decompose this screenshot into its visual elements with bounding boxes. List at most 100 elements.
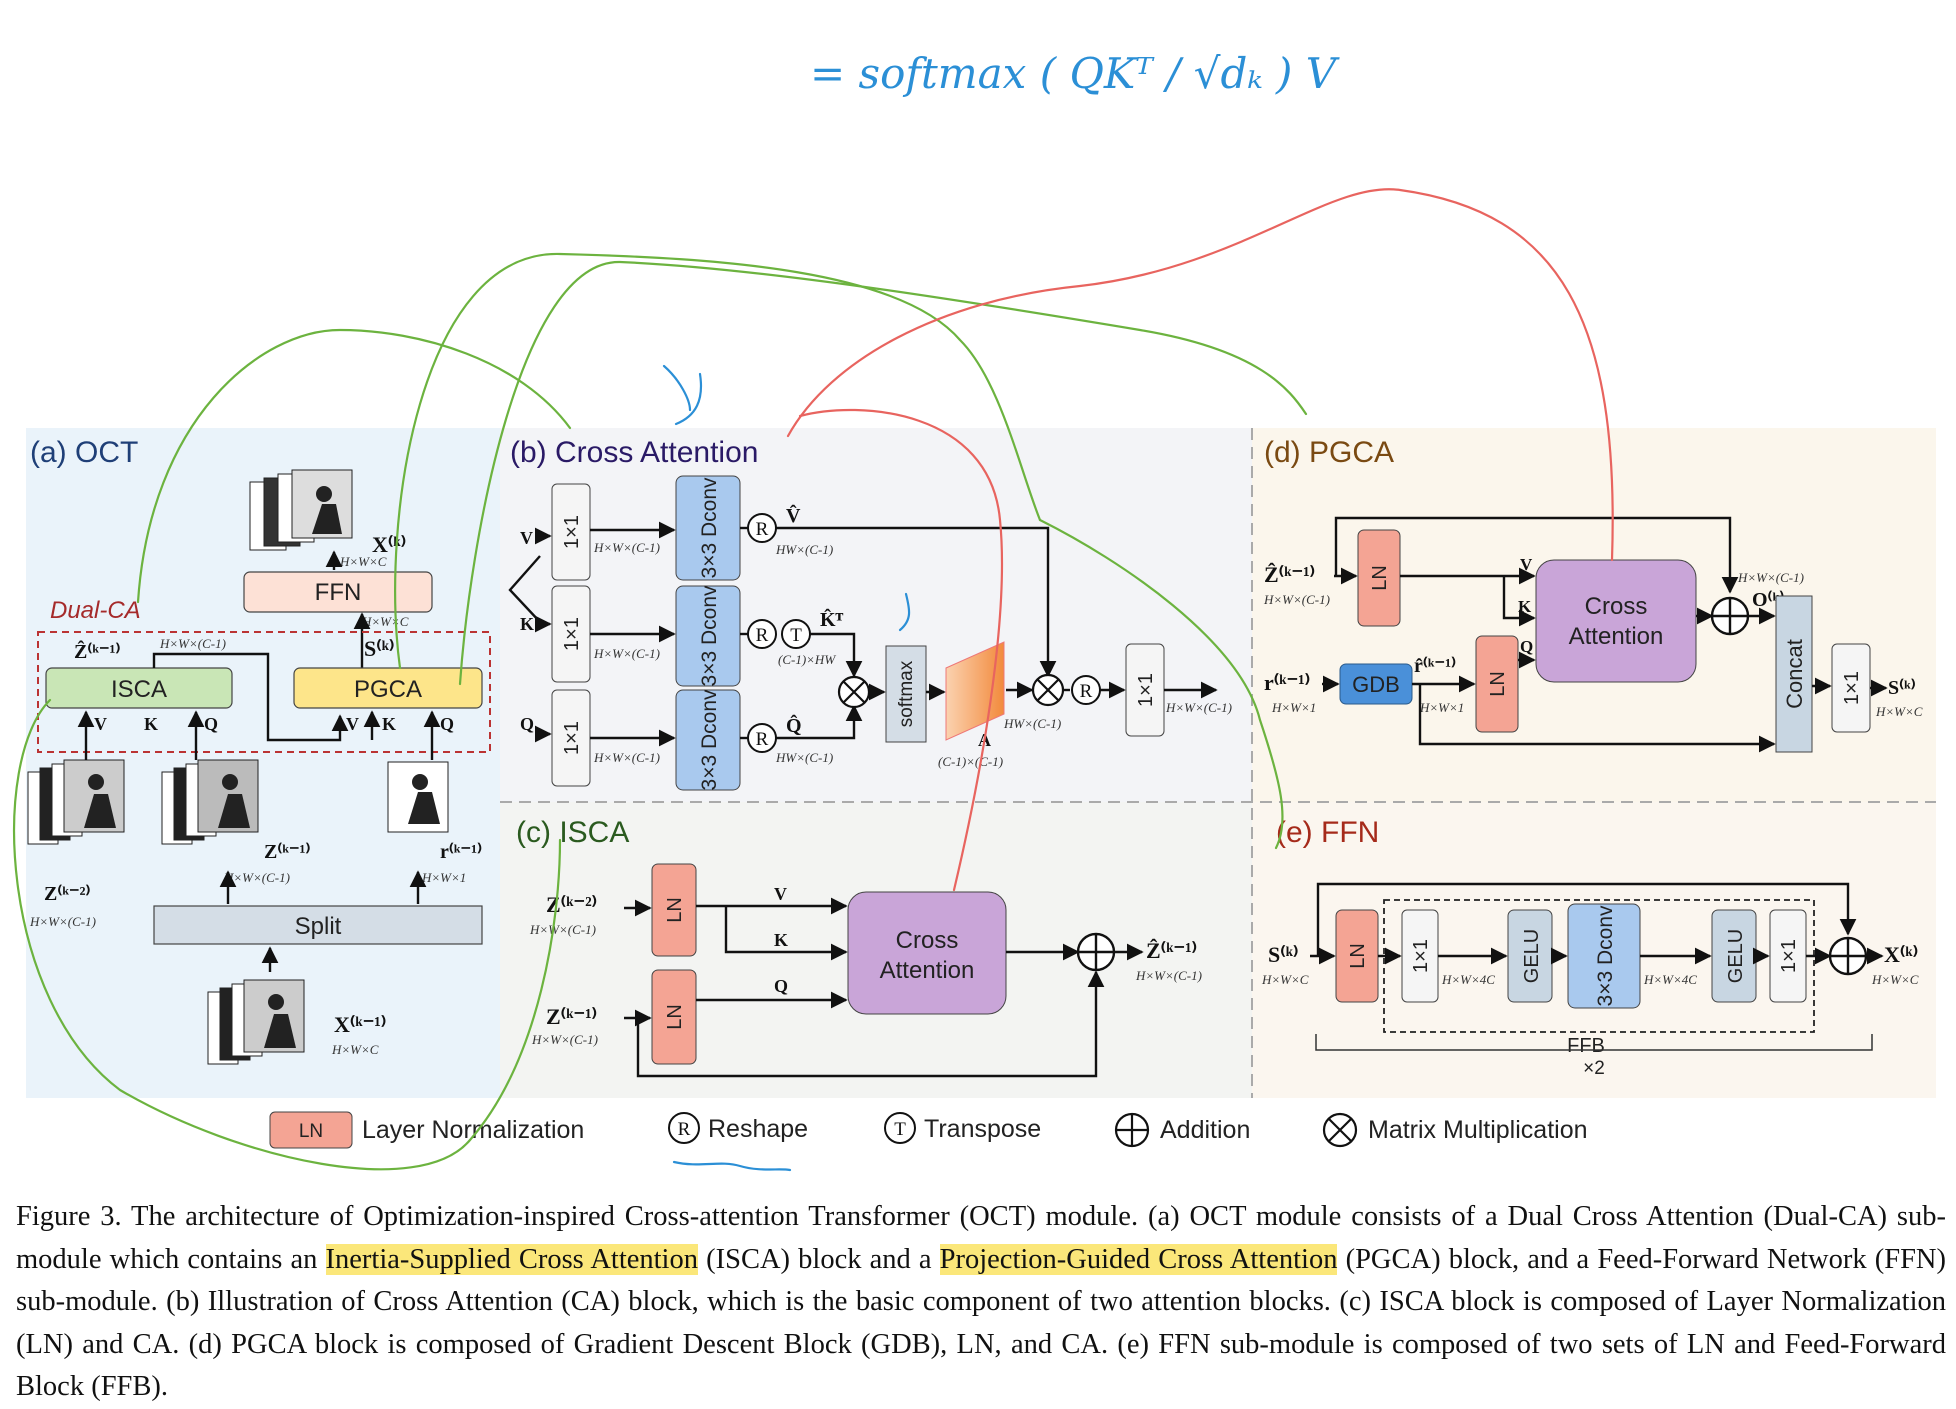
isca-ln-2: LN [651,969,697,1065]
ffn-repeat-brace [1315,1034,1873,1051]
ca-conv1-out: 1×1 [1125,643,1165,737]
ffn-sk: S⁽ᵏ⁾ [1268,942,1298,967]
ffn-repeat-label: ×2 [1583,1058,1605,1079]
isca-zk1: Z⁽ᵏ⁻¹⁾ [546,1004,597,1029]
ffn-sk-dim: H×W×C [1261,972,1309,987]
pgca-ca-line1: Cross [1585,593,1648,620]
split-block [153,905,483,945]
legend-transpose-text: Transpose [924,1115,1041,1143]
pgca-skip-bottom [1418,684,1776,753]
svg-text:GELU: GELU [1725,929,1747,983]
panel-b-title: (b) Cross Attention [510,436,758,469]
ffn-skip-top [1316,882,1857,956]
ca-vhat: V̂ [786,503,801,527]
isca-k-line [724,906,848,961]
legend-transpose-icon: T [884,1112,916,1144]
isca-block-label: ISCA [111,676,167,703]
svg-text:3×3 Dconv: 3×3 Dconv [698,689,721,790]
svg-text:R: R [1080,681,1093,702]
panel-b-background [500,428,1252,802]
matmul-icon-kq [837,675,871,709]
oct-zhat-dim: H×W×(C-1) [159,636,226,651]
image-stack-xk [249,469,353,551]
oct-zhat-label: Ẑ⁽ᵏ⁻¹⁾ [74,639,121,663]
svg-text:3×3 Dconv: 3×3 Dconv [698,477,721,578]
ca-khat-dim: (C-1)×HW [778,652,836,667]
panel-e-title: (e) FFN [1276,816,1379,849]
oct-sk-dim: H×W×C [361,614,409,629]
ca-final-dim: H×W×(C-1) [1165,700,1232,715]
ca-khat: K̂ᵀ [820,607,844,631]
svg-text:LN: LN [664,897,686,923]
oct-zk2-label: Z⁽ᵏ⁻²⁾ [44,883,91,905]
ffn-add-icon [1828,936,1868,976]
isca-ln-1: LN [651,863,697,957]
ffn-gelu-b: GELU [1711,909,1757,1003]
pgca-rk1-dim: H×W×1 [1271,700,1316,715]
svg-text:1×1: 1×1 [561,721,583,755]
pgca-rhat-dim: H×W×1 [1419,700,1464,715]
image-stack-zk2 [27,759,125,845]
transpose-icon-k: T [781,619,811,649]
pgca-v-text: V [1520,555,1533,574]
svg-text:Concat: Concat [1782,639,1807,709]
svg-text:R: R [756,625,769,646]
isca-zk1-dim: H×W×(C-1) [531,1032,598,1047]
ca-input-k: K [520,614,534,634]
svg-text:R: R [756,519,769,540]
svg-text:R: R [756,729,769,750]
line-isca-to-pgca [152,652,349,742]
oct-xk-dim: H×W×C [339,554,387,569]
svg-text:1×1: 1×1 [1778,939,1800,973]
oct-xk1-dim: H×W×C [331,1042,379,1057]
pgca-rk1: r⁽ᵏ⁻¹⁾ [1264,670,1310,695]
isca-out-dim: H×W×(C-1) [1135,968,1202,983]
pgca-v-label: V [346,714,359,734]
svg-text:R: R [678,1119,691,1140]
svg-text:T: T [790,625,802,646]
isca-q-text: Q [774,976,788,996]
ffn-block-label: FFN [315,579,362,606]
gdb-label: GDB [1352,672,1400,697]
image-stack-xk1 [207,979,305,1065]
ffn-conv1-a: 1×1 [1401,909,1439,1003]
pgca-block [293,667,483,709]
legend-reshape-text: Reshape [708,1115,808,1143]
ffn-gelu-a: GELU [1507,909,1553,1003]
oct-xk-label: X⁽ᵏ⁾ [372,532,406,557]
ca-vhat-dim: HW×(C-1) [775,542,833,557]
svg-text:GELU: GELU [1521,929,1543,983]
legend-reshape-icon: R [668,1112,700,1144]
ffn-dim4c-a: H×W×4C [1441,972,1495,987]
ffn-conv1-b: 1×1 [1769,909,1807,1003]
ca-qhat-line [776,704,863,740]
ffn-xk-dim: H×W×C [1871,972,1919,987]
ca-v-branch [508,555,541,623]
isca-add-icon [1076,932,1116,972]
pgca-q-text: Q [1520,637,1533,656]
isca-ca-line2: Attention [880,957,975,984]
reshape-icon-k: R [747,619,777,649]
pgca-k-line [1502,576,1536,627]
pgca-zhat-dim: H×W×(C-1) [1263,592,1330,607]
oct-zk1-label: Z⁽ᵏ⁻¹⁾ [264,841,311,863]
pgca-conv1: 1×1 [1831,643,1871,733]
ca-input-q: Q [520,714,534,734]
ca-dim-v: H×W×(C-1) [593,540,660,555]
pgca-add-icon [1710,596,1750,636]
svg-text:T: T [894,1119,906,1140]
pgca-zhat: Ẑ⁽ᵏ⁻¹⁾ [1264,562,1315,587]
reshape-icon-out: R [1071,675,1101,705]
isca-ca-line1: Cross [896,927,959,954]
ca-vhat-line [776,526,1057,678]
ca-conv1-v: 1×1 [551,483,591,581]
legend-addition-icon [1114,1112,1150,1148]
ffb-label: FFB [1567,1035,1605,1057]
ca-dconv-v: 3×3 Dconv [675,475,741,581]
svg-text:1×1: 1×1 [1410,939,1432,973]
ffb-dashed-box [1383,899,1815,1033]
svg-text:softmax: softmax [896,660,917,727]
ca-qhat-dim: HW×(C-1) [775,750,833,765]
legend-ln-box-label: LN [299,1121,323,1142]
ffn-xk: X⁽ᵏ⁾ [1884,942,1918,967]
